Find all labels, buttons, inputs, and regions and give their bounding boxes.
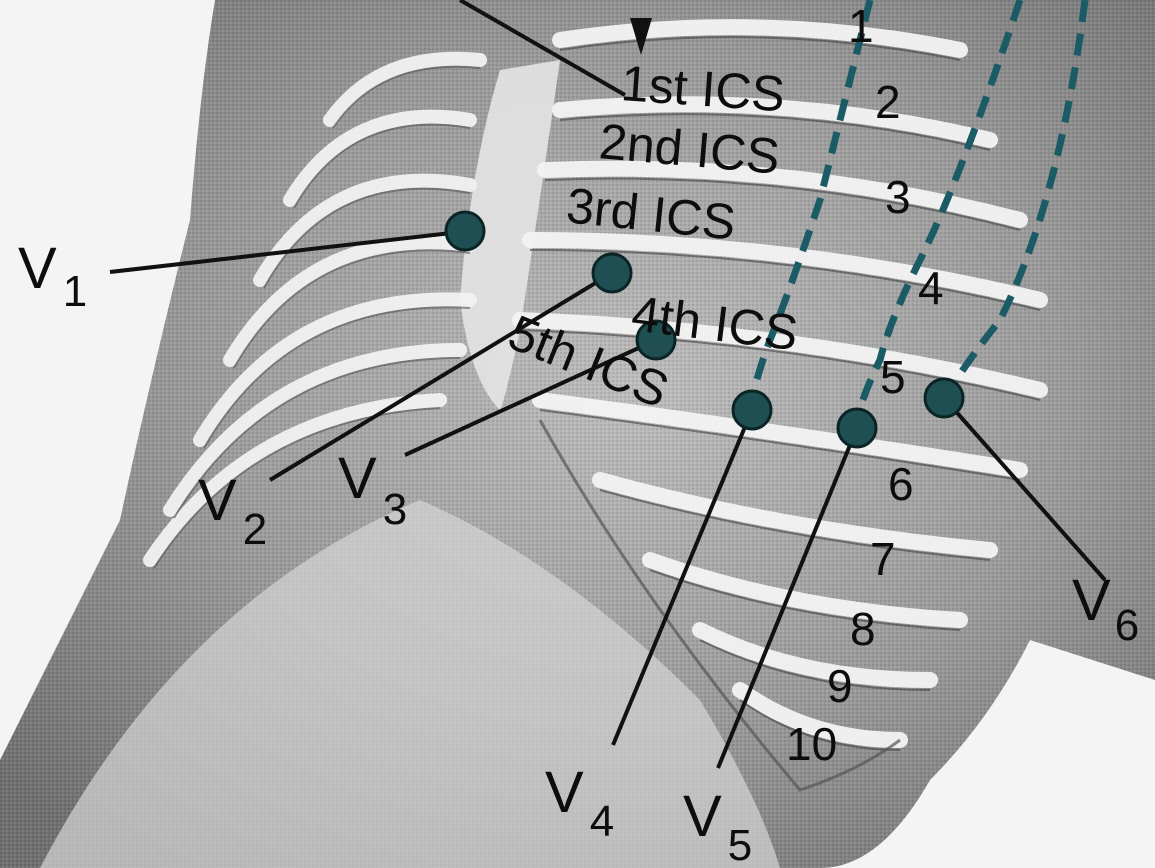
rib-number: 7 bbox=[870, 533, 896, 585]
rib-number: 4 bbox=[918, 262, 944, 314]
rib-number: 9 bbox=[827, 660, 853, 712]
rib-number: 8 bbox=[850, 603, 876, 655]
rib-number: 5 bbox=[880, 351, 906, 403]
electrode-v4 bbox=[733, 391, 771, 429]
lead-letter: V bbox=[18, 236, 57, 301]
lead-letter: V bbox=[683, 784, 722, 849]
electrode-v2 bbox=[593, 254, 631, 292]
ics-label-1st: 1st ICS bbox=[619, 55, 786, 122]
lead-letter: V bbox=[545, 760, 584, 825]
electrode-v5 bbox=[838, 409, 876, 447]
lead-letter: V bbox=[338, 446, 377, 511]
rib-number: 1 bbox=[848, 0, 874, 52]
lead-subscript: 1 bbox=[63, 267, 87, 316]
rib-number: 6 bbox=[888, 458, 914, 510]
lead-letter: V bbox=[1072, 568, 1111, 633]
electrode-v6 bbox=[925, 379, 963, 417]
lead-subscript: 5 bbox=[728, 821, 752, 868]
lead-subscript: 2 bbox=[243, 505, 267, 554]
lead-letter: V bbox=[198, 468, 237, 533]
lead-subscript: 6 bbox=[1115, 601, 1139, 650]
electrode-v1 bbox=[446, 212, 484, 250]
rib-number: 3 bbox=[885, 171, 911, 223]
rib-number: 10 bbox=[786, 718, 837, 770]
rib-number: 2 bbox=[875, 76, 901, 128]
lead-subscript: 4 bbox=[590, 797, 614, 846]
lead-subscript: 3 bbox=[383, 485, 407, 534]
